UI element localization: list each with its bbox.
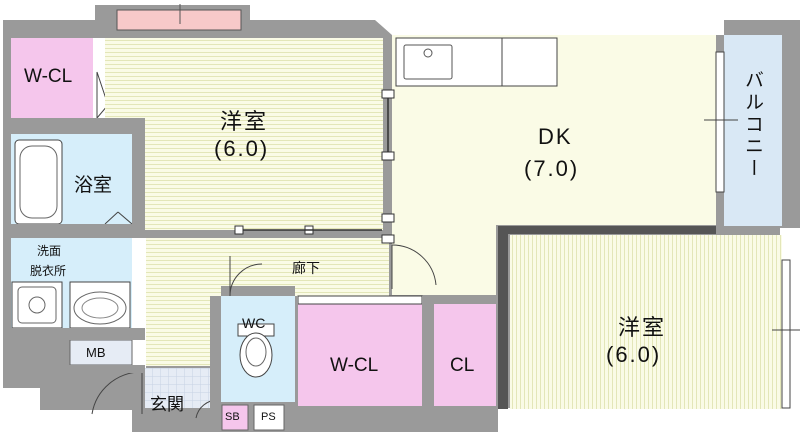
balcony-label: バルコニー (742, 70, 763, 180)
entrance-label: 玄関 (150, 395, 184, 414)
wcl-top-label: W-CL (24, 66, 73, 87)
bathroom-label: 浴室 (74, 175, 113, 196)
ps-label: PS (261, 411, 276, 423)
mb-label: MB (86, 345, 106, 360)
sb-box (221, 404, 249, 431)
wcl-bottom-label: W-CL (330, 355, 379, 376)
washroom-label-1: 洗面 (37, 244, 62, 258)
sb-label: SB (225, 411, 240, 423)
dk-size: (7.0) (524, 156, 580, 181)
western-room-1-floor (105, 38, 383, 230)
top-window (116, 9, 242, 31)
western-room-1-name: 洋室 (220, 109, 269, 134)
kitchen-counter (395, 37, 558, 87)
western-room-1-size: (6.0) (214, 136, 270, 161)
entrance-floor (145, 368, 217, 408)
hallway-label: 廊下 (292, 260, 320, 276)
closet-label: CL (450, 355, 475, 376)
wcl-top-area (11, 38, 93, 118)
balcony-area (724, 35, 782, 226)
western-room-2-size: (6.0) (606, 342, 662, 367)
wcl-bottom-area (298, 304, 422, 406)
mb-box (69, 339, 133, 366)
ps-box (253, 404, 285, 431)
washroom-label-2: 脱衣所 (30, 264, 67, 278)
dk-name: DK (538, 124, 573, 149)
western-room-2-floor (510, 235, 782, 409)
western-room-2-name: 洋室 (618, 315, 667, 340)
closet-area (434, 304, 496, 406)
wc-label: WC (242, 315, 266, 331)
